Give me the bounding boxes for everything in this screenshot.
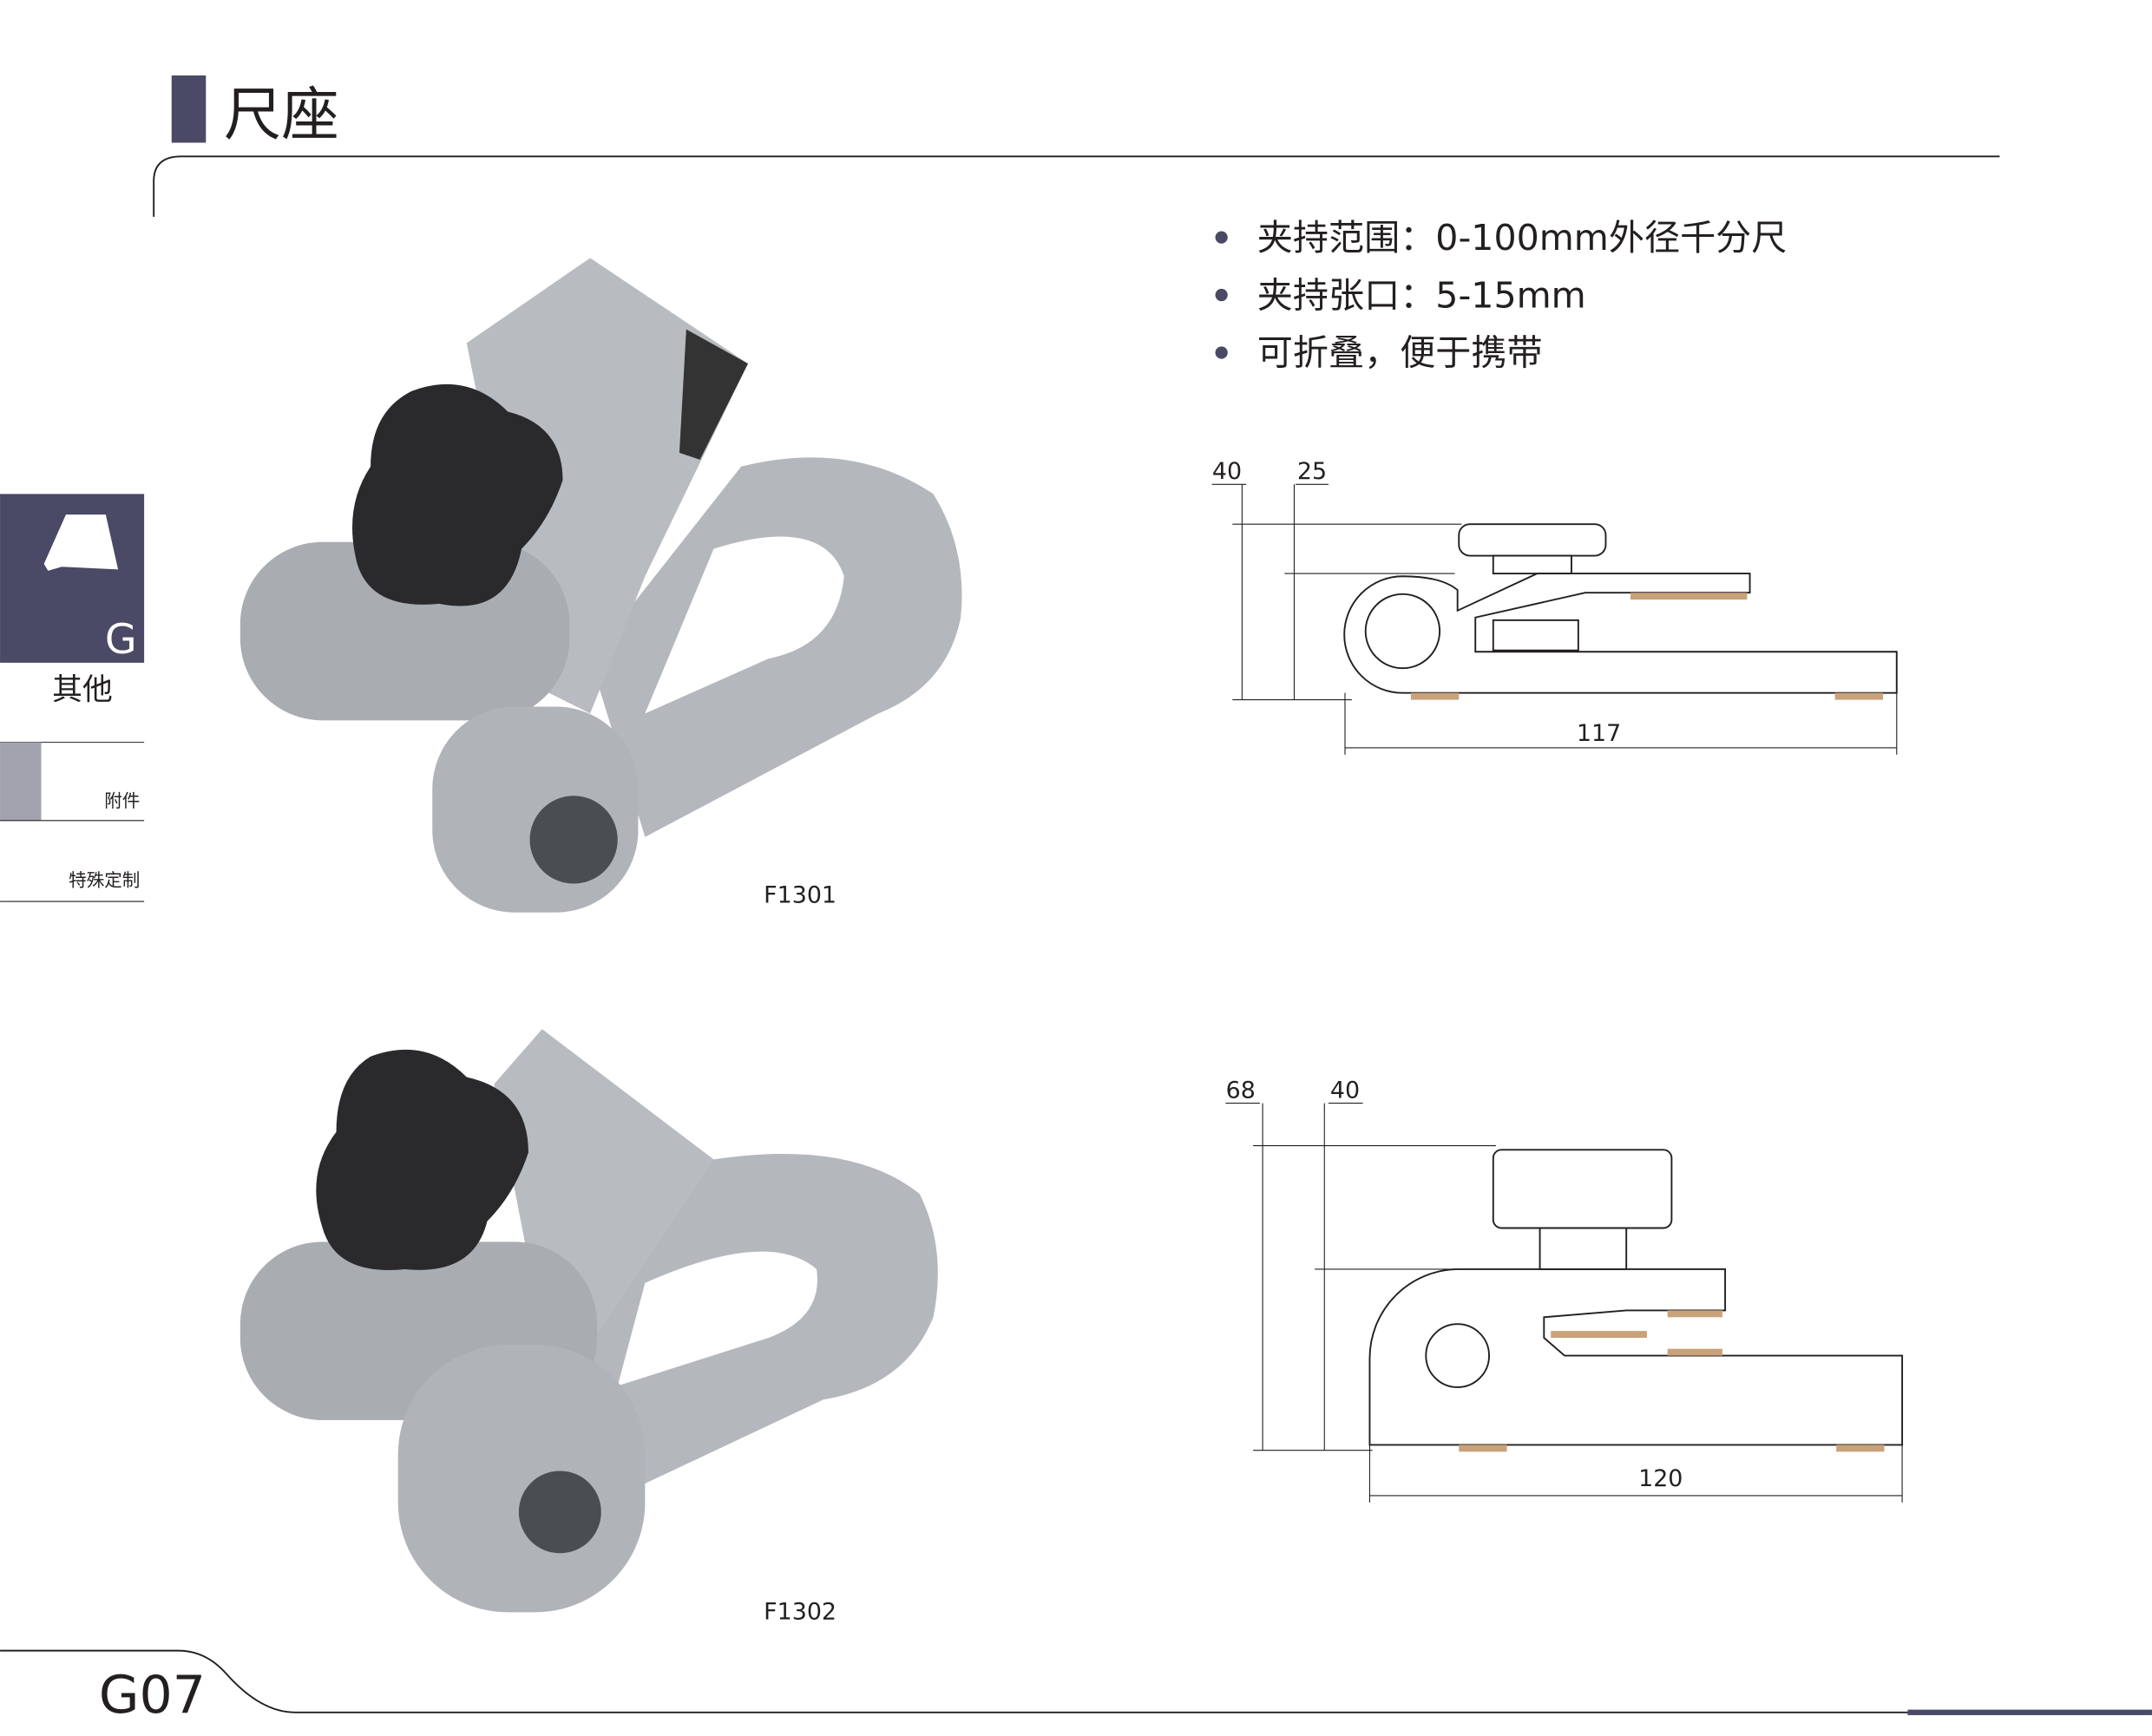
feature-item: 夹持范围：0-100mm外径千分尺 [1257,217,1788,259]
section-label: 其他 [52,673,113,708]
footer-rule [0,1649,2152,1713]
technical-drawing-f1301: 40 25 117 [1211,458,1898,755]
dimension-height: 68 [1226,1077,1256,1104]
bullet-icon [1215,231,1228,244]
dimension-jaw-height: 40 [1330,1077,1360,1104]
product-photo-f1302 [239,1029,938,1613]
section-shape-icon [43,514,119,571]
dimension-height: 40 [1212,458,1242,485]
product-model-label: F1302 [764,1598,837,1625]
technical-drawing-f1302: 68 40 120 [1225,1077,1904,1503]
dimension-jaw-height: 25 [1297,458,1327,485]
feature-list: 夹持范围：0-100mm外径千分尺 夹持张口：5-15mm 可折叠，便于携带 [1215,217,1788,374]
page-number: G07 [99,1665,206,1726]
bullet-icon [1215,346,1228,359]
sidebar-section-g[interactable]: G [0,494,145,664]
dimension-length: 120 [1638,1465,1683,1492]
feature-item: 夹持张口：5-15mm [1257,274,1586,316]
active-indicator [0,742,42,821]
page-title: 尺座 [224,81,339,148]
dimension-length: 117 [1577,720,1621,747]
header-rule [153,155,2000,217]
product-photo-f1301 [239,258,962,913]
sidebar-item-label: 特殊定制 [69,870,140,891]
product-model-label: F1301 [764,882,837,909]
bullet-icon [1215,288,1228,302]
footer-accent-bar [1907,1709,2152,1715]
sidebar-item-label: 附件 [104,790,140,811]
section-letter: G [105,616,137,664]
feature-item: 可折叠，便于携带 [1257,332,1543,374]
sidebar-item-custom[interactable]: 特殊定制 [69,870,140,891]
title-marker [171,75,207,143]
sidebar-item-accessories[interactable]: 附件 [0,742,140,821]
